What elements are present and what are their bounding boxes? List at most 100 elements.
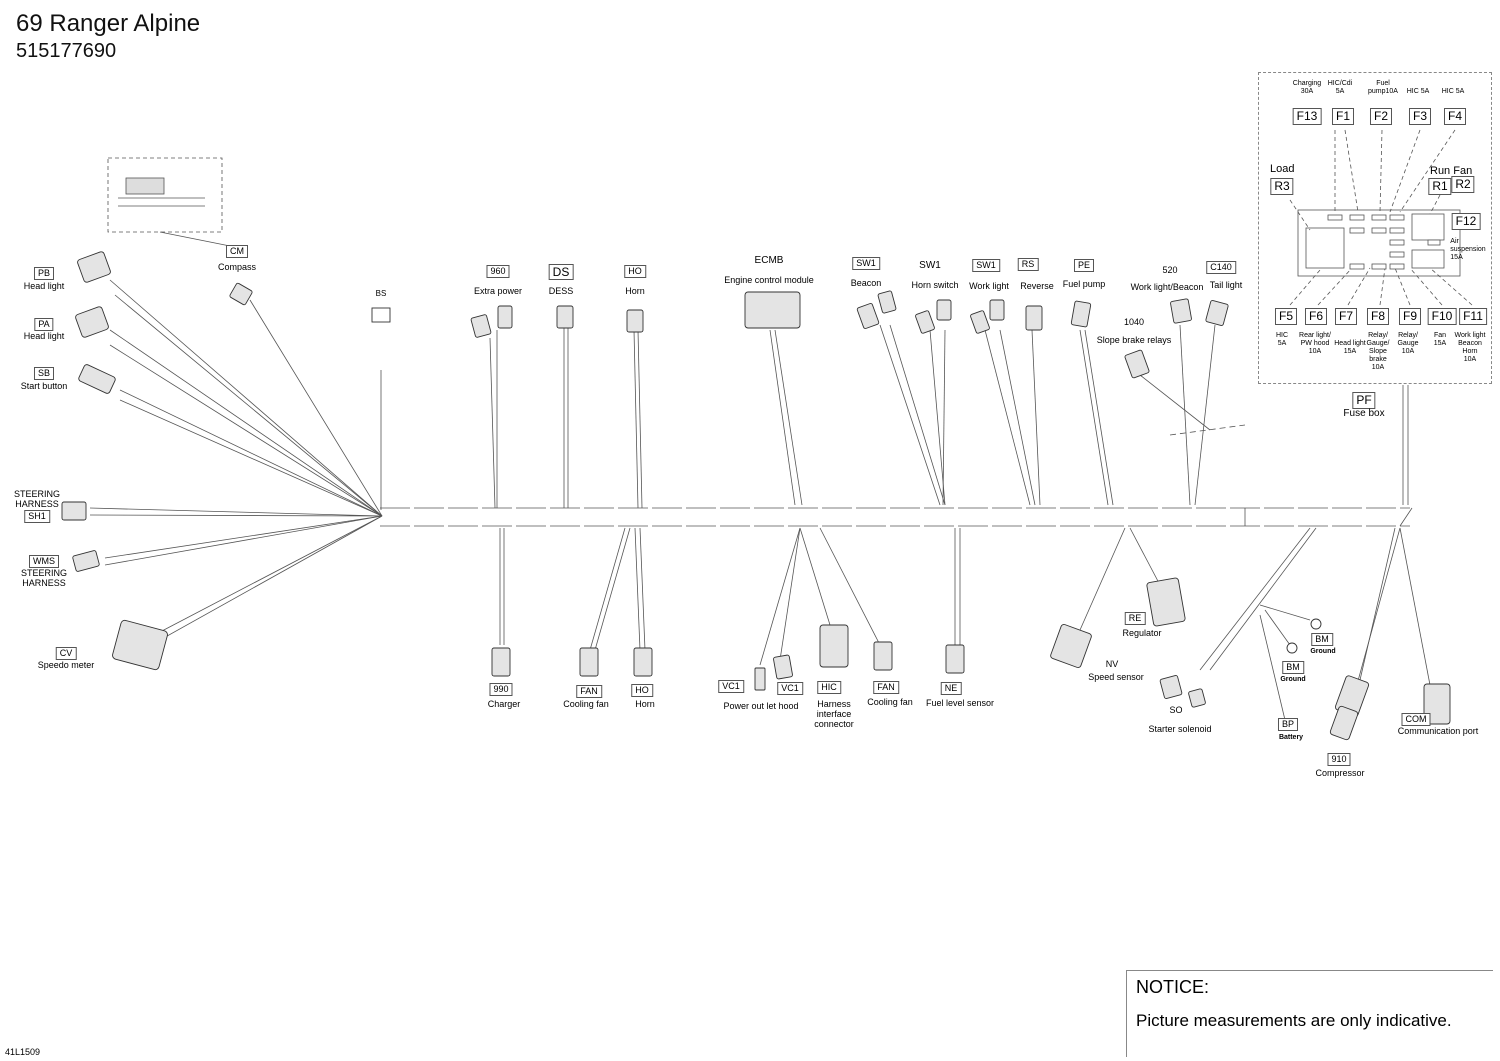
ground-1-label: Ground <box>1310 648 1336 655</box>
communication-port-label: Communication port <box>1397 726 1479 736</box>
headlight-b-connector <box>77 251 111 283</box>
steering-harness-1-code: SH1 <box>24 510 50 523</box>
battery-label: Battery <box>1278 734 1304 741</box>
compass-label: Compass <box>217 262 257 272</box>
work-light-label: Work light <box>969 281 1009 291</box>
speed-sensor-label: Speed sensor <box>1088 672 1144 682</box>
compressor-label: Compressor <box>1315 768 1365 778</box>
fuel-level-code: NE <box>940 682 962 695</box>
steering-harness-2-connector <box>72 550 100 572</box>
cooling-fan-1-code: FAN <box>576 685 602 698</box>
ground-2-label: Ground <box>1280 676 1306 683</box>
battery-code: BP <box>1277 718 1299 731</box>
charger-label: Charger <box>487 699 521 709</box>
headlight-a-code: PA <box>34 318 54 331</box>
fuse-f13: F13 <box>1292 108 1322 125</box>
fuse-f2-rating: Fuel pump10A <box>1368 80 1398 95</box>
horn-top-code: HO <box>624 265 646 278</box>
power-outlet-label: Power out let hood <box>723 701 799 711</box>
fuse-box-inset <box>1258 72 1492 384</box>
slope-brake-label: Slope brake relays <box>1096 335 1172 345</box>
steering-harness-1-label: STEERING HARNESS <box>13 489 61 509</box>
fuse-f8: F8 <box>1366 308 1390 325</box>
ecm-connector <box>744 291 801 329</box>
load-label: Load <box>1270 163 1295 175</box>
horn-switch-label: Horn switch <box>911 280 959 290</box>
hic-label: Harness interface connector <box>814 699 854 729</box>
extra-power-code: 960 <box>486 265 510 278</box>
fuse-f7: F7 <box>1334 308 1358 325</box>
bs-code: BS <box>375 289 387 298</box>
tail-light-code: C140 <box>1206 261 1236 274</box>
cooling-fan-2-code: FAN <box>873 681 899 694</box>
slope-brake-code: 1040 <box>1123 317 1145 327</box>
ground-2-code: BM <box>1282 661 1304 674</box>
part-number: 515177690 <box>16 40 117 62</box>
headlight-a-connector <box>75 306 109 338</box>
extra-power-label: Extra power <box>473 286 523 296</box>
fuse-f10: F10 <box>1427 308 1457 325</box>
beacon-code: SW1 <box>852 257 880 270</box>
fuse-f12: F12 <box>1451 213 1481 230</box>
diagram-title: 69 Ranger Alpine <box>16 10 201 37</box>
notice-heading: NOTICE: <box>1136 977 1210 997</box>
tail-light-label: Tail light <box>1209 280 1243 290</box>
fuse-f9-rating: Relay/ Gauge 10A <box>1397 332 1419 355</box>
fuel-level-label: Fuel level sensor <box>925 698 995 708</box>
work-light-code: SW1 <box>972 259 1000 272</box>
horn-top-label: Horn <box>625 286 645 296</box>
ecm-label: Engine control module <box>724 275 814 285</box>
fuse-f5-rating: HIC 5A <box>1275 332 1289 347</box>
work-beacon-code: 520 <box>1162 265 1178 275</box>
run-fan-label: Run Fan <box>1430 165 1473 177</box>
steering-harness-1-connector <box>61 501 87 521</box>
relay-r2: R2 <box>1451 176 1475 193</box>
speedo-code: CV <box>55 647 77 660</box>
fuse-f8-rating: Relay/ Gauge/ Slope brake 10A <box>1366 332 1390 371</box>
fuse-box-code: PF <box>1352 392 1376 409</box>
image-reference: 41L1509 <box>5 1047 41 1057</box>
headlight-b-code: PB <box>33 267 55 280</box>
hic-code: HIC <box>817 681 841 694</box>
regulator-connector <box>1146 577 1186 627</box>
relay-r1: R1 <box>1428 178 1452 195</box>
dess-code: DS <box>548 264 574 280</box>
start-button-connector <box>78 364 116 394</box>
horn-bottom-label: Horn <box>635 699 655 709</box>
reverse-code: RS <box>1017 258 1039 271</box>
starter-solenoid-code: SO <box>1169 705 1183 715</box>
fuse-f4-rating: HIC 5A <box>1441 88 1465 95</box>
regulator-label: Regulator <box>1122 628 1162 638</box>
headlight-a-label: Head light <box>23 331 65 341</box>
fuse-box-label: Fuse box <box>1343 408 1385 419</box>
start-button-code: SB <box>33 367 55 380</box>
speedo-label: Speedo meter <box>37 660 95 670</box>
ground-ring-2 <box>1286 642 1298 654</box>
ecm-code: ECMB <box>754 255 784 266</box>
dess-label: DESS <box>548 286 574 296</box>
fuse-f13-rating: Charging 30A <box>1292 80 1322 95</box>
compressor-code: 910 <box>1327 753 1351 766</box>
fuse-f7-rating: Head light 15A <box>1334 340 1366 355</box>
fuse-f6-rating: Rear light/ PW hood 10A <box>1299 332 1331 355</box>
speed-sensor-code: NV <box>1105 659 1119 669</box>
fuse-f4: F4 <box>1443 108 1467 125</box>
fuse-f1: F1 <box>1331 108 1355 125</box>
fuse-f12-rating: Air suspension 15A <box>1450 238 1486 261</box>
beacon-label: Beacon <box>850 278 882 288</box>
regulator-code: RE <box>1124 612 1146 625</box>
compass-code: CM <box>226 245 248 258</box>
communication-port-code: COM <box>1401 713 1431 726</box>
vc1-b-code: VC1 <box>777 682 803 695</box>
fuse-f11-rating: Work light Beacon Horn 10A <box>1454 332 1486 363</box>
fuse-f3: F3 <box>1408 108 1432 125</box>
ground-ring-1 <box>1310 618 1322 630</box>
notice-box: NOTICE: Picture measurements are only in… <box>1126 970 1493 1057</box>
fuse-f1-rating: HIC/Cdi 5A <box>1327 80 1353 95</box>
horn-switch-code: SW1 <box>919 260 941 271</box>
ground-1-code: BM <box>1311 633 1333 646</box>
fuse-f9: F9 <box>1398 308 1422 325</box>
headlight-b-label: Head light <box>23 281 65 291</box>
work-beacon-label: Work light/Beacon <box>1130 282 1204 292</box>
